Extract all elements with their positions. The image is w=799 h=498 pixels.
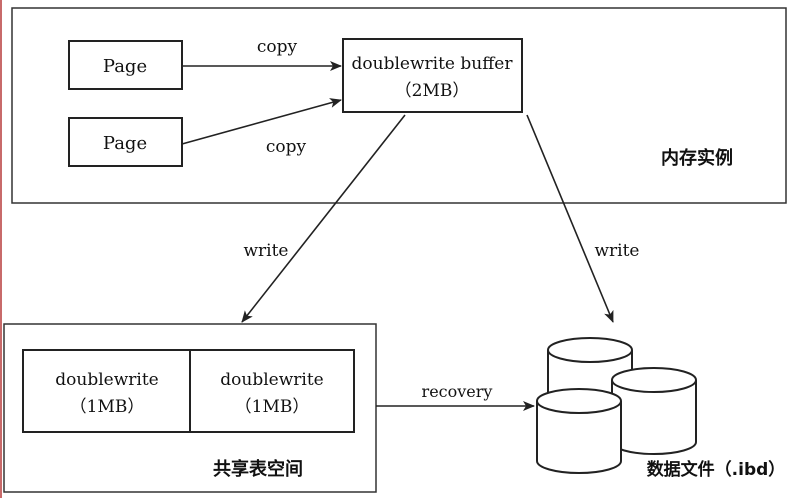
doublewrite-block-2 bbox=[189, 349, 355, 433]
write-arrow-left bbox=[241, 114, 406, 323]
doublewrite-block-1 bbox=[22, 349, 191, 433]
memory-instance-frame bbox=[11, 7, 787, 204]
copy-label-2: copy bbox=[266, 137, 307, 157]
doublewrite-block-2-title: doublewrite bbox=[220, 370, 323, 390]
write-arrow-right bbox=[526, 114, 614, 323]
doublewrite-buffer-size: （2MB） bbox=[395, 81, 470, 101]
copy-label-1: copy bbox=[257, 37, 298, 57]
data-files-label: 数据文件（.ibd） bbox=[647, 459, 786, 480]
doublewrite-block-2-size: （1MB） bbox=[235, 397, 310, 417]
page-box-2 bbox=[68, 117, 183, 167]
page-box-1 bbox=[68, 40, 183, 90]
doublewrite-buffer-title: doublewrite buffer bbox=[352, 54, 514, 74]
memory-region-label: 内存实例 bbox=[661, 147, 733, 169]
write-label-right: write bbox=[594, 241, 639, 261]
doublewrite-block-1-size: （1MB） bbox=[70, 397, 145, 417]
shared-tablespace-frame bbox=[3, 323, 377, 493]
recovery-label: recovery bbox=[422, 382, 493, 401]
write-label-left: write bbox=[243, 241, 288, 261]
copy-arrow-2 bbox=[181, 98, 342, 145]
doublewrite-block-1-title: doublewrite bbox=[55, 370, 158, 390]
doublewrite-buffer-box bbox=[342, 38, 523, 113]
page-label-1: Page bbox=[103, 56, 147, 77]
shared-tablespace-label: 共享表空间 bbox=[213, 458, 303, 480]
data-file-cylinder-2 bbox=[611, 367, 697, 455]
page-label-2: Page bbox=[103, 133, 147, 154]
data-file-cylinder-3 bbox=[536, 388, 622, 474]
